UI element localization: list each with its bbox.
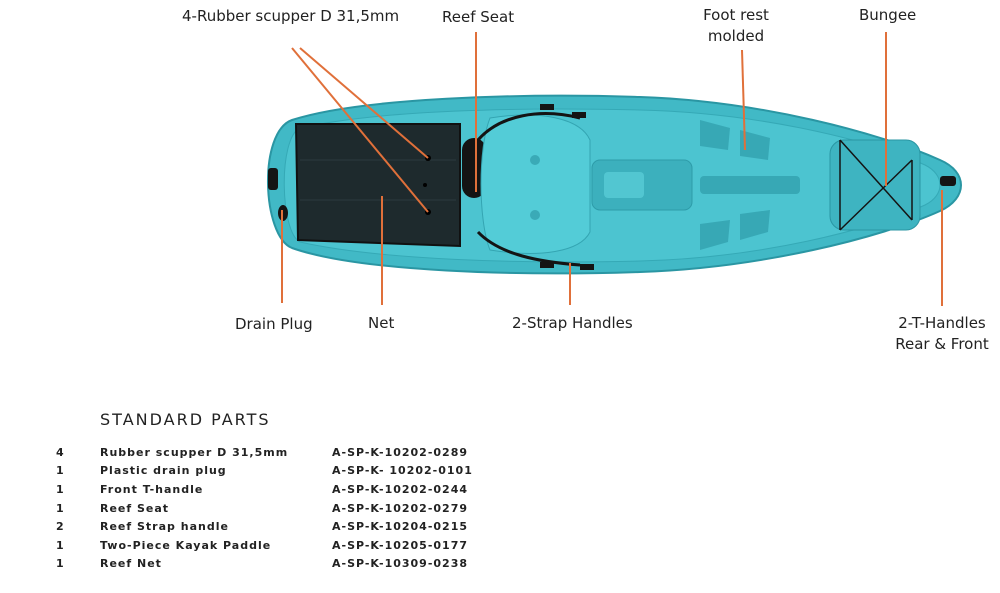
strap-handle-bottom: [476, 230, 581, 267]
reef-seat-backrest: [462, 138, 486, 198]
table-row: 1 Front T-handle A-SP-K-10202-0244: [40, 480, 532, 499]
part-qty: 1: [56, 482, 65, 496]
part-description: Reef Strap handle: [100, 520, 229, 534]
foot-rest-molded: [700, 120, 800, 250]
seat-well: [480, 114, 591, 254]
part-code: A-SP-K-10205-0177: [332, 538, 469, 552]
callout-foot-rest-line2: molded: [707, 27, 765, 45]
part-qty: 1: [56, 557, 65, 571]
rear-t-handle-icon: [268, 168, 278, 190]
part-code: A-SP-K-10202-0289: [332, 445, 469, 459]
part-qty: 1: [56, 464, 65, 478]
callout-foot-rest-line1: Foot rest: [703, 6, 769, 24]
callout-foot-rest: Foot rest molded: [694, 5, 778, 47]
part-code: A-SP-K-10309-0238: [332, 557, 469, 571]
bungee-cord: [839, 139, 913, 231]
kayak-diagram: 4-Rubber scupper D 31,5mm Reef Seat Foot…: [182, 5, 996, 355]
part-code: A-SP-K- 10202-0101: [332, 464, 473, 478]
leader-lines: [281, 32, 943, 306]
table-row: 1 Reef Net A-SP-K-10309-0238: [40, 555, 532, 574]
part-description: Reef Net: [100, 557, 162, 571]
table-row: 4 Rubber scupper D 31,5mm A-SP-K-10202-0…: [40, 443, 532, 462]
strap-handle-top: [476, 112, 581, 141]
part-code: A-SP-K-10204-0215: [332, 520, 469, 534]
front-t-handle-icon: [940, 176, 956, 186]
callout-net: Net: [368, 314, 395, 332]
callout-reef-seat: Reef Seat: [442, 8, 515, 26]
callout-strap-handles: 2-Strap Handles: [512, 314, 633, 332]
part-description: Rubber scupper D 31,5mm: [100, 445, 289, 459]
kayak-illustration: [267, 32, 962, 306]
part-qty: 1: [56, 538, 65, 552]
callout-drain-plug: Drain Plug: [235, 315, 313, 333]
table-row: 1 Plastic drain plug A-SP-K- 10202-0101: [40, 462, 532, 481]
callout-bungee: Bungee: [859, 6, 917, 24]
part-qty: 4: [56, 445, 65, 459]
part-description: Front T-handle: [100, 482, 204, 496]
callout-t-handles: 2-T-Handles Rear & Front: [888, 313, 996, 355]
part-description: Two-Piece Kayak Paddle: [100, 538, 272, 552]
callout-t-handles-line2: Rear & Front: [895, 335, 989, 353]
standard-parts-section: STANDARD PARTS 4 Rubber scupper D 31,5mm…: [0, 400, 1000, 593]
table-row: 1 Two-Piece Kayak Paddle A-SP-K-10205-01…: [40, 536, 532, 555]
standard-parts-title: STANDARD PARTS: [100, 410, 271, 429]
bow-well: [829, 139, 921, 231]
callout-scupper: 4-Rubber scupper D 31,5mm: [182, 7, 400, 25]
part-qty: 1: [56, 501, 65, 515]
part-code: A-SP-K-10202-0279: [332, 501, 469, 515]
rear-net-well: [294, 123, 461, 248]
part-qty: 2: [56, 520, 65, 534]
standard-parts-table: 4 Rubber scupper D 31,5mm A-SP-K-10202-0…: [40, 443, 532, 573]
part-description: Reef Seat: [100, 501, 170, 515]
part-code: A-SP-K-10202-0244: [332, 482, 469, 496]
table-row: 2 Reef Strap handle A-SP-K-10204-0215: [40, 517, 532, 536]
table-row: 1 Reef Seat A-SP-K-10202-0279: [40, 499, 532, 518]
part-description: Plastic drain plug: [100, 464, 227, 478]
callout-t-handles-line1: 2-T-Handles: [898, 314, 986, 332]
